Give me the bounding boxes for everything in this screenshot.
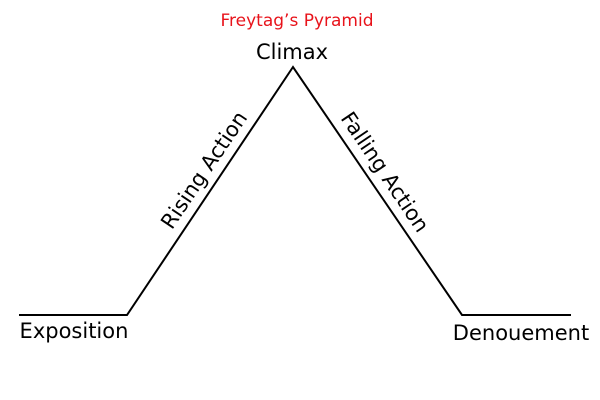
denouement-label: Denouement <box>453 321 589 345</box>
exposition-label: Exposition <box>20 319 129 343</box>
plot-line <box>19 65 571 316</box>
falling-action-label: Falling Action <box>336 108 434 237</box>
rising-action-label: Rising Action <box>156 107 252 233</box>
climax-label: Climax <box>256 40 328 64</box>
diagram-title: Freytag’s Pyramid <box>220 11 373 31</box>
